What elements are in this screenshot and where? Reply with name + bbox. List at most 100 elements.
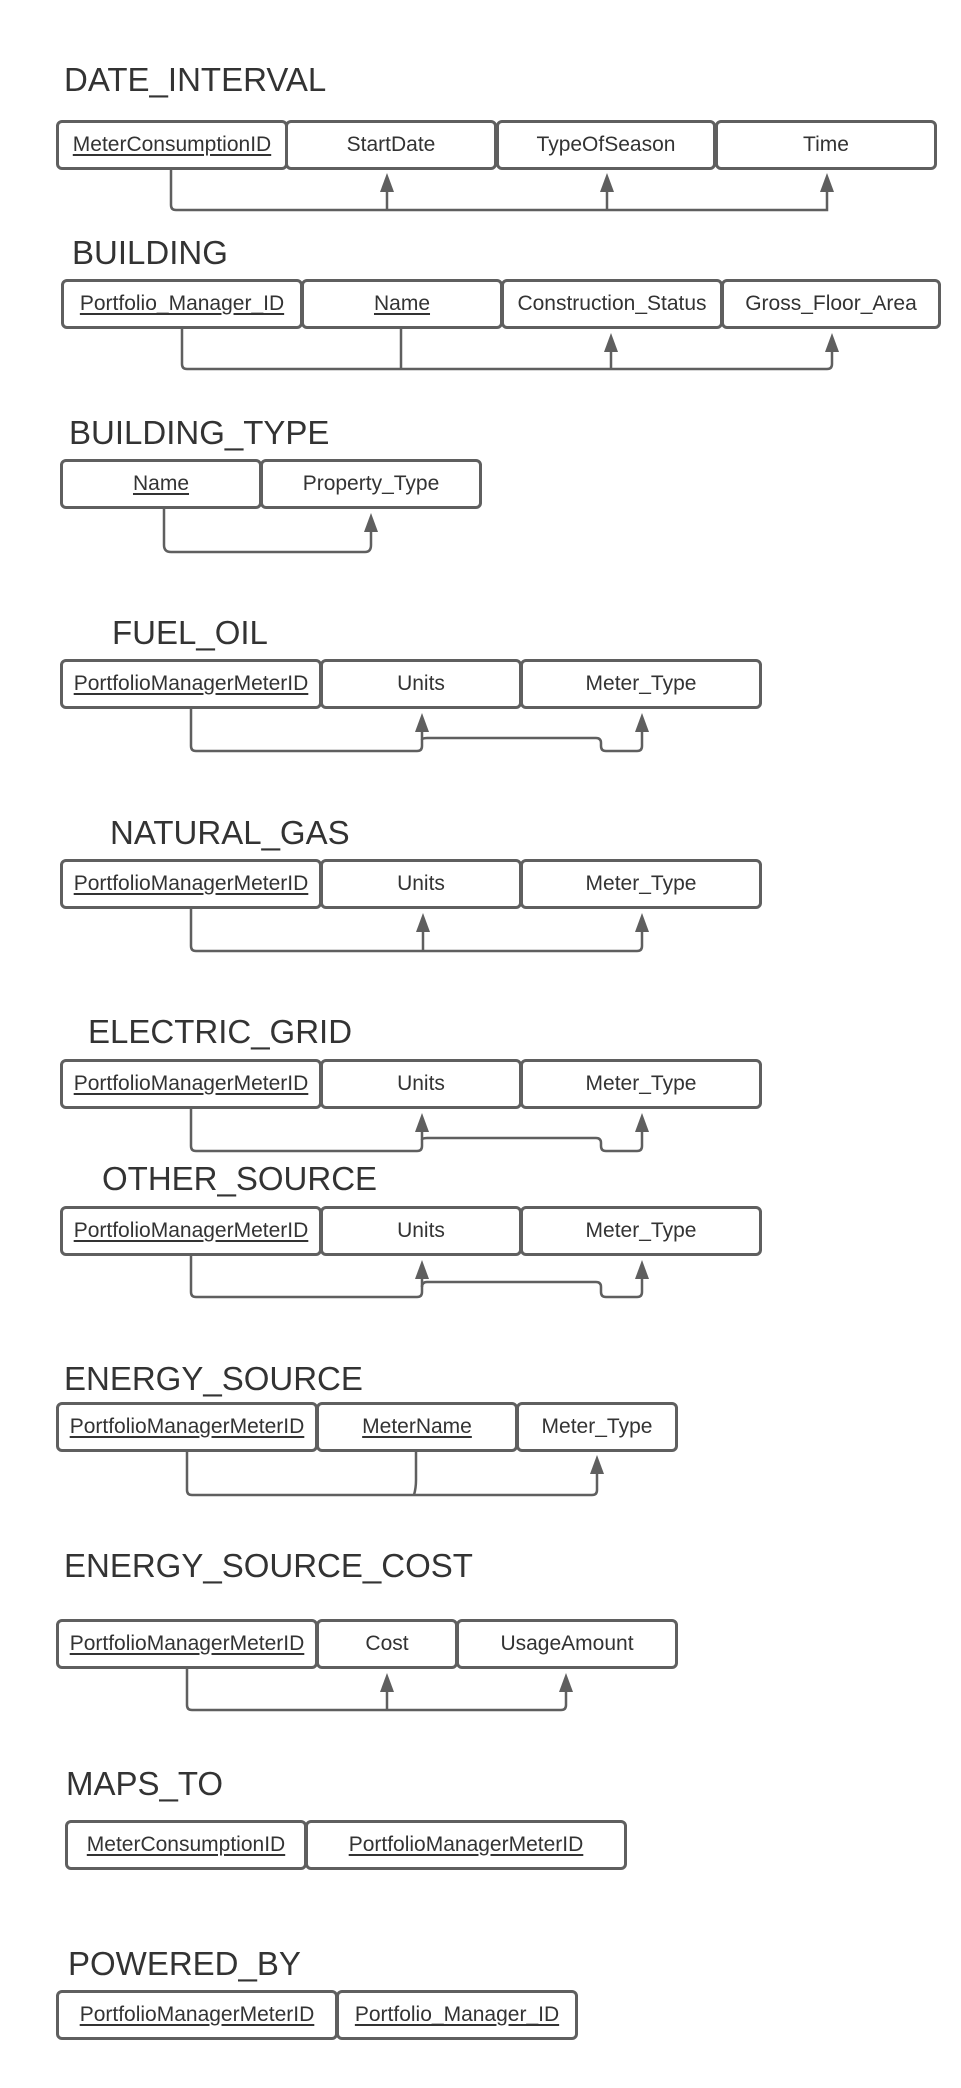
attribute-box-gross-floor-area: Gross_Floor_Area [721,279,941,329]
attribute-label: Units [397,1219,445,1242]
attribute-box-meter-type: Meter_Type [520,1206,762,1256]
attribute-label: Meter_Type [585,872,697,895]
attribute-label: UsageAmount [500,1632,634,1655]
attribute-label: Meter_Type [585,1072,697,1095]
dependency-line [420,730,644,753]
arrowhead [415,1260,429,1279]
attribute-box-name: Name [301,279,503,329]
arrowhead [559,1673,573,1692]
attribute-label: PortfolioManagerMeterID [79,2003,315,2026]
attribute-label: Units [397,872,445,895]
attribute-label: Property_Type [302,472,440,495]
attribute-label: TypeOfSeason [536,133,676,156]
relation-title-maps-to: MAPS_TO [66,1765,224,1802]
attribute-box-type-of-season: TypeOfSeason [496,120,716,170]
arrowhead [635,713,649,732]
attribute-box-portfolio-manager-meter-id: PortfolioManagerMeterID [60,659,322,709]
dependency-line [180,329,834,371]
attribute-box-portfolio-manager-meter-id: PortfolioManagerMeterID [60,859,322,909]
arrowhead [416,913,430,932]
attribute-label: Portfolio_Manager_ID [354,2003,560,2026]
dependency-line [185,1669,568,1712]
attribute-label: MeterName [362,1415,472,1438]
attribute-box-start-date: StartDate [285,120,497,170]
relation-title-fuel-oil: FUEL_OIL [112,614,268,651]
attribute-label: PortfolioManagerMeterID [69,1415,305,1438]
arrowhead [600,173,614,192]
attribute-label: Name [373,292,431,315]
attribute-label: Gross_Floor_Area [745,292,917,315]
attribute-box-property-type: Property_Type [260,459,482,509]
attribute-box-meter-type: Meter_Type [516,1402,678,1452]
attribute-box-portfolio-manager-meter-id: PortfolioManagerMeterID [56,1990,338,2040]
arrowhead [825,333,839,352]
attribute-box-portfolio-manager-meter-id: PortfolioManagerMeterID [305,1820,627,1870]
attribute-box-meter-consumption-id: MeterConsumptionID [65,1820,307,1870]
attribute-box-meter-type: Meter_Type [520,1059,762,1109]
attribute-box-construction-status: Construction_Status [501,279,723,329]
attribute-label: Portfolio_Manager_ID [79,292,285,315]
arrowhead [635,1260,649,1279]
attribute-box-name: Name [60,459,262,509]
attribute-label: PortfolioManagerMeterID [73,872,309,895]
dependency-line [169,170,829,212]
relation-title-electric-grid: ELECTRIC_GRID [88,1013,353,1050]
arrowhead [820,173,834,192]
attribute-label: Units [397,672,445,695]
dependency-line [420,1277,644,1299]
relation-title-other-source: OTHER_SOURCE [102,1160,378,1197]
attribute-label: StartDate [346,133,436,156]
relation-title-natural-gas: NATURAL_GAS [110,814,350,851]
attribute-label: Name [132,472,190,495]
arrowhead [415,1113,429,1132]
attribute-label: Cost [365,1632,409,1655]
attribute-box-portfolio-manager-id: Portfolio_Manager_ID [61,279,303,329]
arrowhead [635,913,649,932]
attribute-label: Time [803,133,849,156]
attribute-label: MeterConsumptionID [72,133,272,156]
attribute-box-portfolio-manager-meter-id: PortfolioManagerMeterID [56,1619,318,1669]
attribute-box-time: Time [715,120,937,170]
relation-title-energy-source-cost: ENERGY_SOURCE_COST [64,1547,473,1584]
dependency-line [189,709,424,753]
attribute-label: PortfolioManagerMeterID [73,1072,309,1095]
relation-title-building: BUILDING [72,234,228,271]
attribute-label: PortfolioManagerMeterID [73,1219,309,1242]
dependency-line [189,1109,424,1153]
attribute-box-units: Units [320,659,522,709]
attribute-label: Meter_Type [541,1415,653,1438]
attribute-box-portfolio-manager-meter-id: PortfolioManagerMeterID [60,1059,322,1109]
arrowhead [415,713,429,732]
attribute-label: Units [397,1072,445,1095]
arrowhead [364,513,378,532]
attribute-box-meter-consumption-id: MeterConsumptionID [56,120,288,170]
attribute-label: Meter_Type [585,1219,697,1242]
attribute-box-units: Units [320,1059,522,1109]
attribute-box-units: Units [320,859,522,909]
dependency-line [185,1452,599,1497]
relation-title-energy-source: ENERGY_SOURCE [64,1360,363,1397]
attribute-label: PortfolioManagerMeterID [73,672,309,695]
attribute-label: Construction_Status [517,292,707,315]
attribute-label: PortfolioManagerMeterID [348,1833,584,1856]
relation-title-building-type: BUILDING_TYPE [69,414,330,451]
attribute-box-cost: Cost [316,1619,458,1669]
arrowhead [604,333,618,352]
attribute-box-meter-type: Meter_Type [520,859,762,909]
arrowhead [635,1113,649,1132]
arrowhead [590,1455,604,1474]
relation-title-date-interval: DATE_INTERVAL [64,61,327,98]
dependency-line [162,509,373,554]
attribute-box-portfolio-manager-meter-id: PortfolioManagerMeterID [56,1402,318,1452]
dependency-line [189,1256,424,1299]
attribute-label: MeterConsumptionID [86,1833,286,1856]
dependency-line [420,1130,644,1153]
arrowhead [380,173,394,192]
arrowhead [380,1673,394,1692]
attribute-box-portfolio-manager-id: Portfolio_Manager_ID [336,1990,578,2040]
dependency-line [412,1452,418,1496]
dependency-line [189,909,644,953]
attribute-box-meter-name: MeterName [316,1402,518,1452]
attribute-box-usage-amount: UsageAmount [456,1619,678,1669]
